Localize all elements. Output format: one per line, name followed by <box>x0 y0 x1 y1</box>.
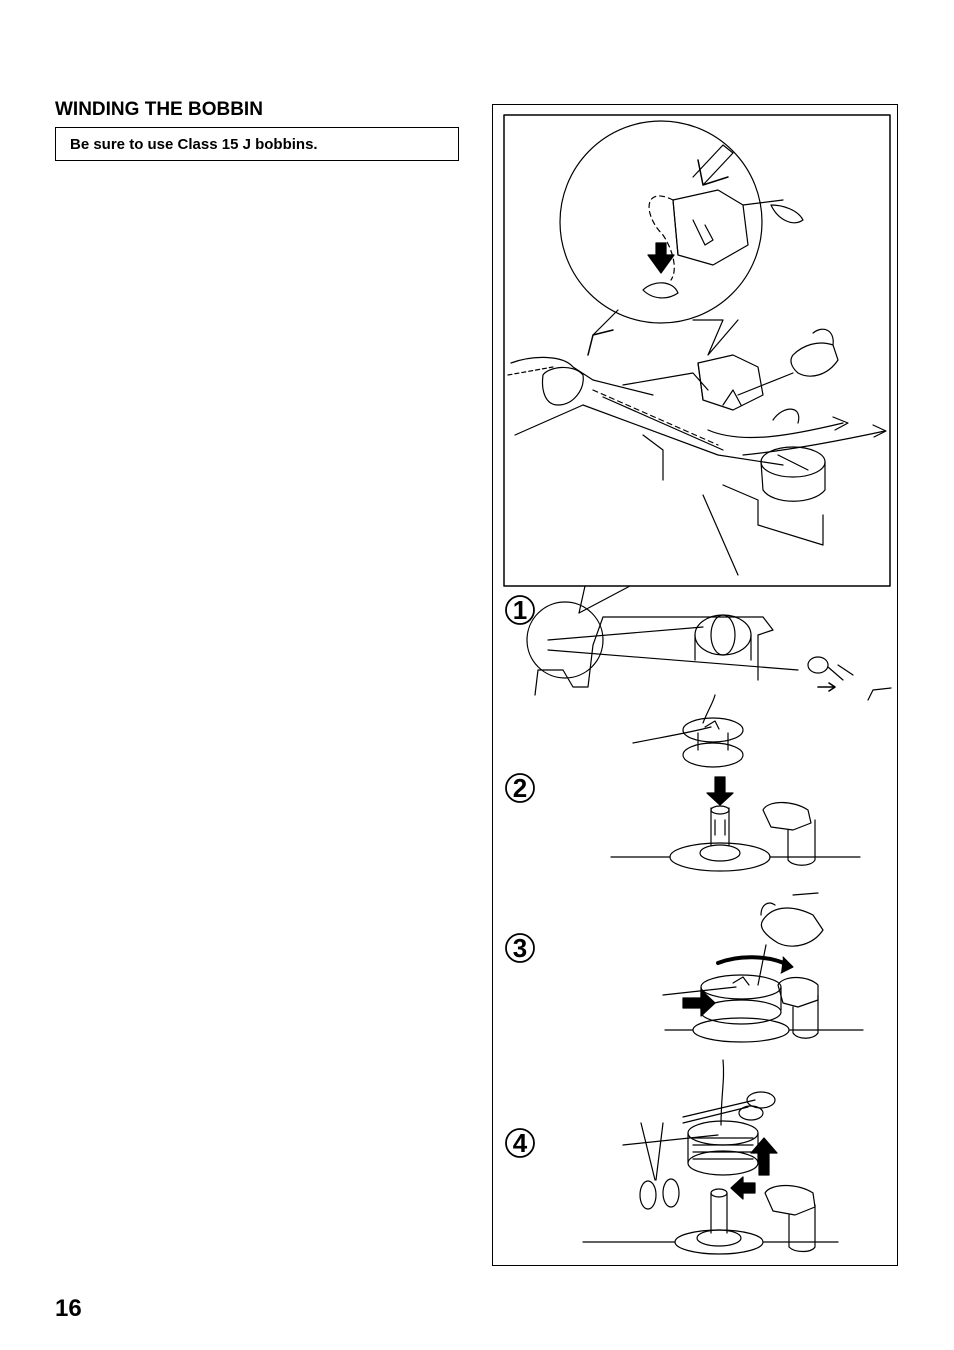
note-box: Be sure to use Class 15 J bobbins. <box>55 127 459 161</box>
step-2-illustration <box>505 694 861 872</box>
bobbin-winding-illustration: 1 2 3 4 <box>492 104 898 1266</box>
step-3-label: 3 <box>513 933 527 963</box>
step-4-label: 4 <box>513 1128 528 1158</box>
step-4-illustration <box>505 1059 839 1255</box>
note-text: Be sure to use Class 15 J bobbins. <box>70 136 318 153</box>
step-2-label: 2 <box>513 773 527 803</box>
illustration-canvas: 1 2 3 4 <box>503 114 892 1255</box>
step-3-illustration <box>505 892 864 1043</box>
page-number: 16 <box>55 1295 82 1322</box>
step-1-illustration <box>505 595 892 701</box>
thread-guide-detail-panel <box>503 114 891 587</box>
section-title: WINDING THE BOBBIN <box>55 99 263 120</box>
step-1-label: 1 <box>513 595 527 625</box>
